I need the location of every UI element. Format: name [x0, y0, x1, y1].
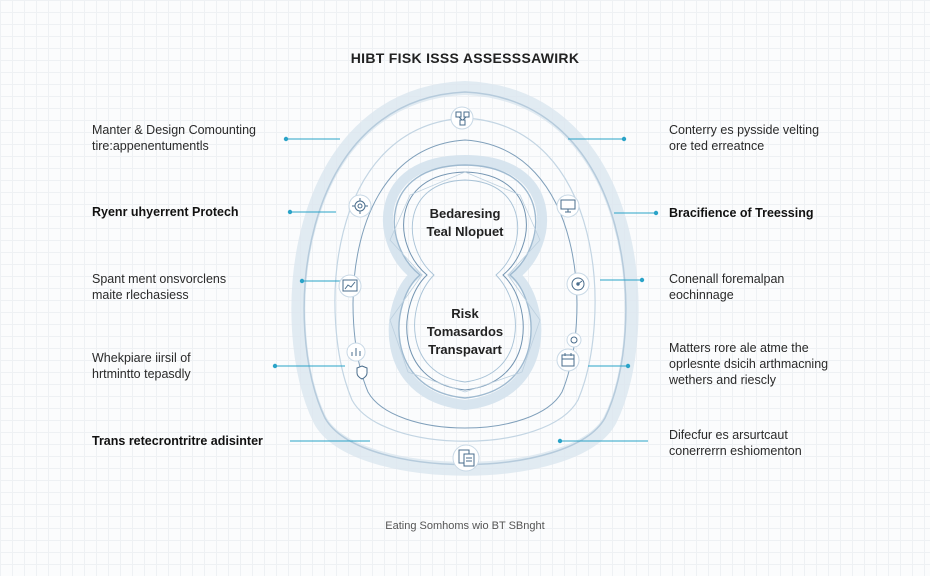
label-line: conerrerrn eshiomenton [669, 444, 802, 458]
label-line: Spant ment onsvorclens [92, 272, 227, 286]
left-label-4: Whekpiare iirsil of hrtmintto tepasdly [92, 350, 191, 382]
middle-ring [334, 117, 596, 442]
label-line: Conterry es pysside velting [669, 123, 820, 137]
center-lower-line: Tomasardos [426, 324, 504, 339]
label-line: oprlesnte dsicih arthmacning [669, 357, 829, 371]
calendar-icon [556, 348, 580, 372]
bar-chart-icon [346, 342, 366, 362]
label-line: maite rlechasiess [92, 288, 189, 302]
label-line: ore ted erreatnce [669, 139, 765, 153]
right-label-3: Conenall foremalpan eochinnage [669, 271, 784, 303]
label-line: hrtmintto tepasdly [92, 367, 191, 381]
chart-icon [338, 274, 362, 298]
left-label-3: Spant ment onsvorclens maite rlechasiess [92, 271, 226, 303]
inner-core [383, 154, 547, 411]
footer-caption: Eating Somhoms wio BT SBnght [385, 520, 545, 532]
label-line: Ryenr uhyerrent Protech [92, 205, 239, 219]
label-line: Difecfur es arsurtcaut [669, 428, 788, 442]
settings-icon [566, 332, 582, 348]
connectors [275, 138, 656, 442]
connector-dots [272, 136, 659, 444]
right-label-2: Bracifience of Treessing [669, 205, 814, 221]
gear-circuit-icon [348, 194, 372, 218]
right-label-1: Conterry es pysside velting ore ted erre… [669, 122, 819, 154]
center-lower-line: Risk [451, 306, 479, 321]
label-line: Trans retecrontritre adisinter [92, 434, 263, 448]
left-label-5: Trans retecrontritre adisinter [92, 433, 263, 449]
center-upper-line: Teal Nlopuet [426, 224, 504, 239]
label-line: Bracifience of Treessing [669, 206, 814, 220]
label-line: eochinnage [669, 288, 734, 302]
right-label-5: Difecfur es arsurtcaut conerrerrn eshiom… [669, 427, 802, 459]
orbit-ring [352, 139, 578, 429]
center-upper-line: Bedaresing [429, 206, 501, 221]
label-line: Matters rore ale atme the [669, 341, 809, 355]
document-icon [452, 444, 480, 472]
left-label-2: Ryenr uhyerrent Protech [92, 204, 239, 220]
diagram-title: HIBT FISK ISSS ASSESSSAWIRK [350, 50, 580, 66]
label-line: Whekpiare iirsil of [92, 351, 191, 365]
gauge-icon [566, 272, 590, 296]
center-lower-line: Transpavart [428, 342, 502, 357]
label-line: wethers and riescly [669, 373, 776, 387]
left-label-1: Manter & Design Comounting tire:appenent… [92, 122, 256, 154]
label-line: Conenall foremalpan [669, 272, 785, 286]
center-lower-label: Risk Tomasardos Transpavart [365, 305, 565, 359]
label-line: tire:appenentumentls [92, 139, 209, 153]
shield-icon [356, 365, 368, 380]
network-icon [450, 106, 474, 130]
right-label-4: Matters rore ale atme the oprlesnte dsic… [669, 340, 828, 388]
label-line: Manter & Design Comounting [92, 123, 256, 137]
center-upper-label: Bedaresing Teal Nlopuet [365, 205, 565, 241]
computer-icon [556, 194, 580, 218]
